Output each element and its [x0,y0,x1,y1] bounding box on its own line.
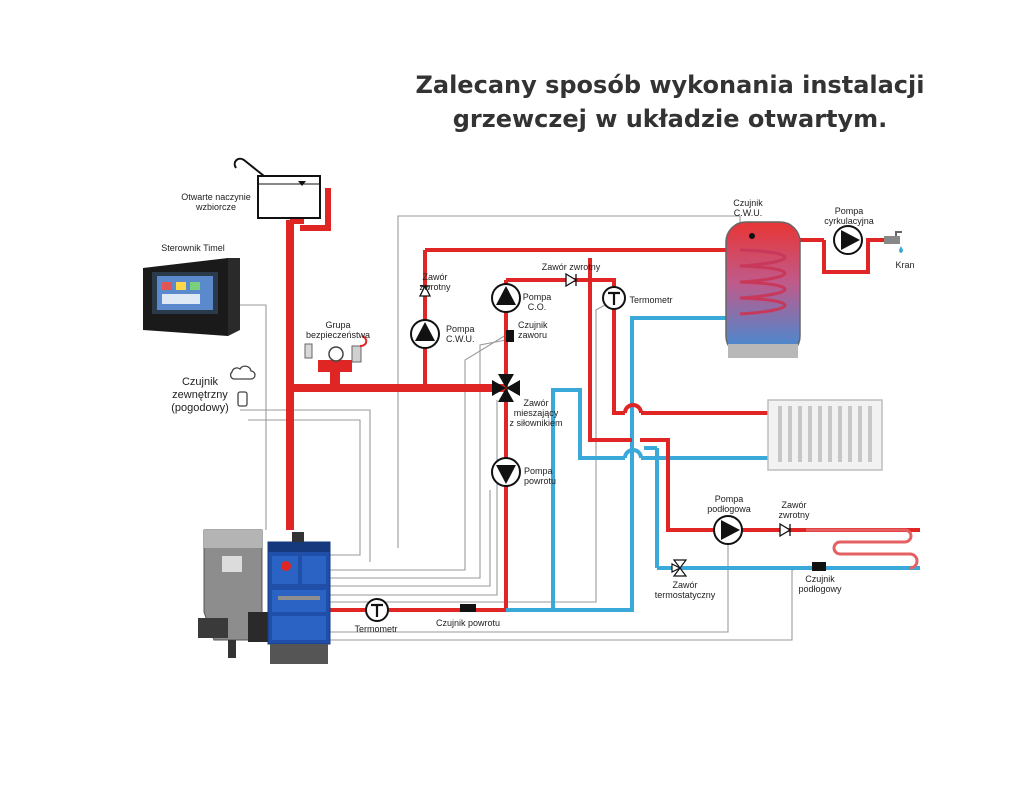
circulation-pump-label: Pompa cyrkulacyjna [820,206,878,226]
check-valve-icon [565,272,578,288]
floor-pump-label-line: Pompa [714,494,744,504]
thermostatic-valve-label-line: Zawór [672,580,698,590]
title-line-2: grzewczej w układzie otwartym. [452,105,888,133]
outdoor-sensor-label: Czujnik zewnętrzny (pogodowy) [168,376,232,415]
thermostatic-valve-icon [671,559,688,577]
return-pump-label-line: Pompa [524,466,553,476]
safety-group-label-line: Grupa [325,320,351,330]
mixing-valve-label-line: z siłownikiem [509,418,563,428]
safety-group [304,335,368,388]
check-valve-left-label: Zawór zwrotny [410,272,460,292]
dhw-sensor-label-line: C.W.U. [733,208,763,218]
tap-icon [884,231,903,253]
boiler-icon [198,529,331,664]
return-sensor-label: Czujnik powrotu [435,618,501,628]
check-valve-floor-label: Zawór zwrotny [770,500,818,520]
safety-group-label-line: bezpieczeństwa [305,330,371,340]
outdoor-sensor-label-line: zewnętrzny [172,389,228,401]
valve-sensor-label: Czujnik zaworu [518,320,558,340]
circulation-pump-label-line: cyrkulacyjna [824,216,874,226]
thermostatic-valve-label: Zawór termostatyczny [650,580,720,600]
return-pump-label-line: powrotu [524,476,557,486]
check-valve-floor-label-line: zwrotny [778,510,810,520]
pump-dhw-label-line: C.W.U. [446,334,475,344]
pump-icon [713,515,743,545]
outdoor-sensor-label-line: Czujnik [181,376,219,388]
expansion-vessel-label-line: wzbiorcze [195,202,236,212]
pump-icon [491,283,521,313]
mixing-valve-label: Zawór mieszający z siłownikiem [506,398,566,428]
pump-ch-label: Pompa C.O. [520,292,554,312]
floor-sensor-label-line: podłogowy [798,584,842,594]
radiator-icon [767,399,883,471]
valve-sensor-icon [506,330,514,342]
dhw-sensor-label: Czujnik C.W.U. [728,198,768,218]
return-sensor-icon [460,604,476,612]
floor-pump-label-line: podłogowa [707,504,751,514]
check-valve-left-label-line: zwrotny [419,282,451,292]
valve-sensor-label-line: Czujnik [518,320,548,330]
outdoor-sensor-label-line: (pogodowy) [171,402,229,414]
pump-dhw-label-line: Pompa [446,324,475,334]
expansion-vessel-label-line: Otwarte naczynie [181,192,251,202]
dhw-tank-icon [725,221,801,358]
mixing-valve-label-line: Zawór [523,398,549,408]
thermometer-top-label: Termometr [629,295,673,305]
valve-sensor-label-line: zaworu [518,330,548,340]
outdoor-sensor [229,365,256,407]
diagram-title: Zalecany sposób wykonania instalacji grz… [340,68,1000,136]
return-pump-label: Pompa powrotu [524,466,564,486]
thermometer-icon [365,598,389,622]
title-line-1: Zalecany sposób wykonania instalacji [415,71,925,99]
pump-icon [410,319,440,349]
safety-group-label: Grupa bezpieczeństwa [300,320,376,340]
expansion-vessel-label: Otwarte naczynie wzbiorcze [176,192,256,212]
floor-sensor-icon [812,562,826,571]
thermometer-icon [602,286,626,310]
check-valve-icon [418,284,432,297]
mixing-valve-label-line: mieszający [513,408,559,418]
thermometer-bottom-label: Termometr [354,624,398,634]
thermostatic-valve-label-line: termostatyczny [654,590,716,600]
floor-sensor-label-line: Czujnik [805,574,835,584]
controller-label: Sterownik Timel [161,243,225,253]
floor-pump-label: Pompa podłogowa [700,494,758,514]
check-valve-floor-label-line: Zawór [781,500,807,510]
pump-ch-label-line: C.O. [527,302,547,312]
dhw-sensor-label-line: Czujnik [733,198,763,208]
floor-sensor-label: Czujnik podłogowy [792,574,848,594]
pump-icon [491,457,521,487]
check-valve-left-label-line: Zawór [422,272,448,282]
pump-dhw-label: Pompa C.W.U. [446,324,486,344]
pump-ch-label-line: Pompa [522,292,552,302]
mixing-valve-icon [492,374,520,402]
expansion-vessel [233,157,321,219]
pump-icon [833,225,863,255]
circulation-pump-label-line: Pompa [834,206,864,216]
tap-label: Kran [895,260,915,270]
check-valve-icon [779,522,792,538]
check-valve-top-label: Zawór zwrotny [541,262,601,272]
floor-coil [806,528,919,570]
controller-device [143,258,240,336]
